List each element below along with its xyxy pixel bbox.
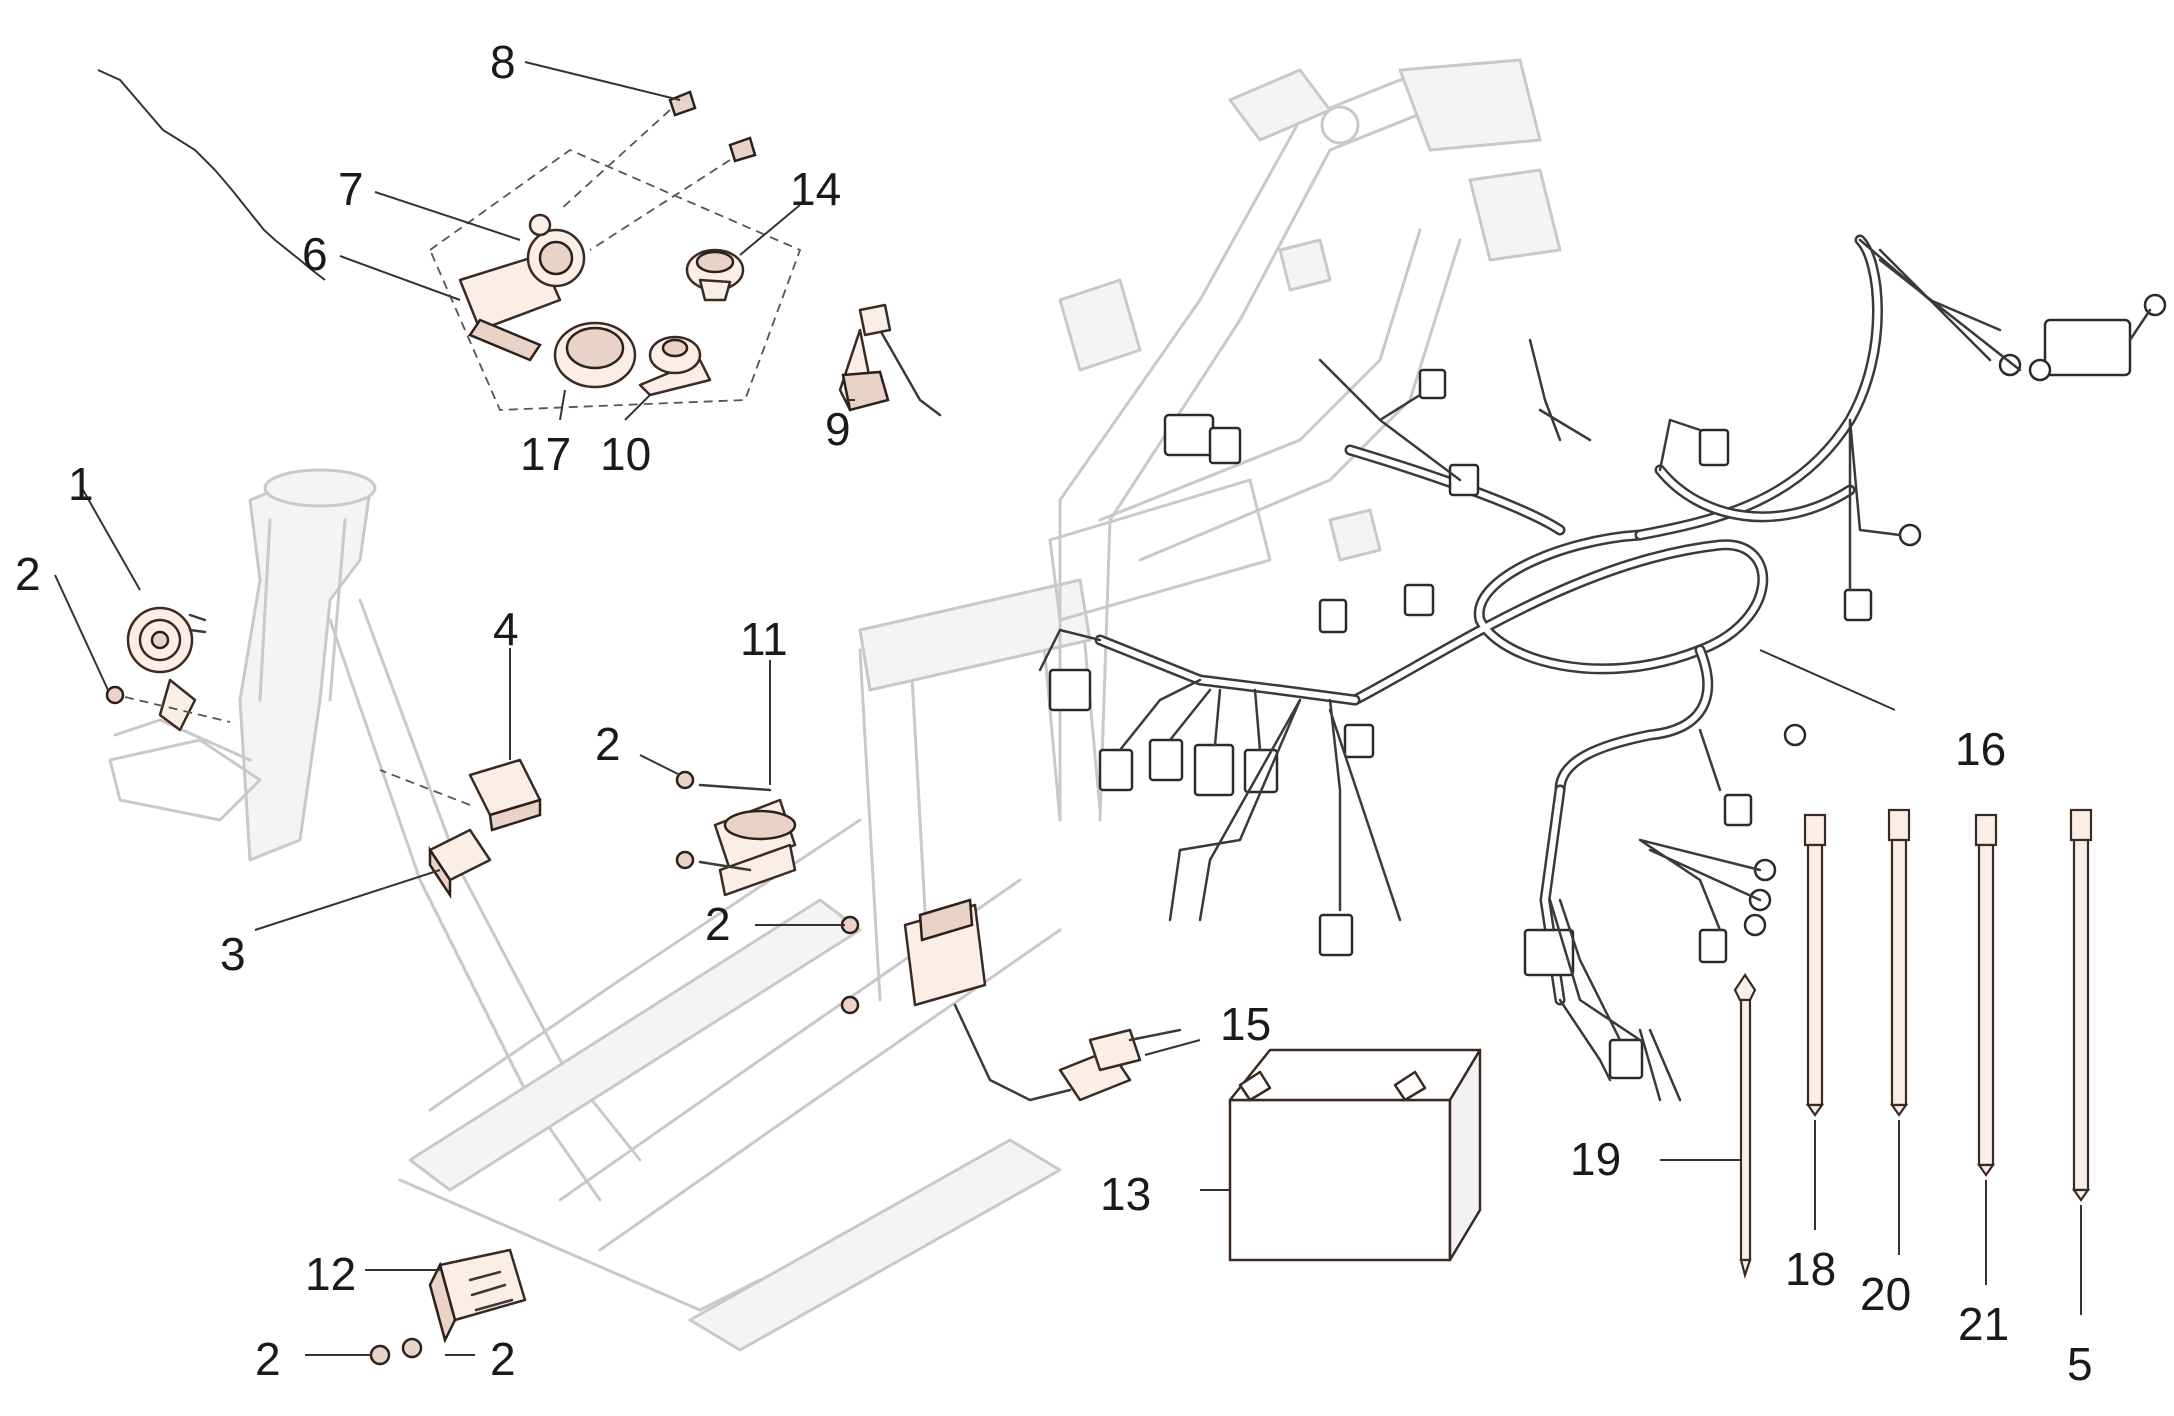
callout-17: 17: [520, 428, 571, 480]
relay-part[interactable]: [379, 758, 542, 832]
callout-2: 2: [255, 1333, 281, 1385]
callout-18: 18: [1785, 1243, 1836, 1295]
ignition-switch-assembly[interactable]: [428, 148, 802, 411]
cable-tie-19[interactable]: [1733, 973, 1757, 1279]
battery-part[interactable]: [1228, 1048, 1482, 1262]
callout-20: 20: [1860, 1268, 1911, 1320]
callout-9: 9: [825, 403, 851, 455]
callout-11: 11: [740, 613, 788, 665]
cable-tie-21[interactable]: [1974, 813, 1998, 1177]
screw-part-ignition[interactable]: [559, 90, 757, 251]
cable-part[interactable]: [838, 303, 942, 417]
horn-part[interactable]: [126, 606, 207, 732]
callout-7: 7: [338, 163, 364, 215]
key-ring-part[interactable]: [553, 321, 637, 389]
callout-14: 14: [790, 163, 841, 215]
leader-lines: [54, 61, 2082, 1356]
flasher-unit-part[interactable]: [428, 828, 492, 900]
callout-2: 2: [490, 1333, 516, 1385]
callout-13: 13: [1100, 1168, 1151, 1220]
callout-2: 2: [595, 718, 621, 770]
starter-relay-part[interactable]: [675, 770, 797, 897]
cap-part[interactable]: [685, 248, 745, 302]
callout-4: 4: [493, 603, 519, 655]
callout-19: 19: [1570, 1133, 1621, 1185]
callout-2: 2: [705, 898, 731, 950]
cable-tie-5[interactable]: [2069, 808, 2093, 1202]
callout-3: 3: [220, 928, 246, 980]
callout-numbers: 8 7 6 14 17 10 9 1 2 4 3 11 2 2 15 13 16…: [15, 36, 2093, 1390]
callout-5: 5: [2067, 1338, 2093, 1390]
callout-10: 10: [600, 428, 651, 480]
cable-tie-18[interactable]: [1803, 813, 1827, 1117]
callout-15: 15: [1220, 998, 1271, 1050]
callout-2: 2: [15, 548, 41, 600]
callout-16: 16: [1955, 723, 2006, 775]
cable-tie-20[interactable]: [1887, 808, 1911, 1117]
screw-part-horn[interactable]: [105, 685, 231, 723]
voltage-regulator-part[interactable]: [369, 1248, 527, 1366]
seat-lock-part[interactable]: [638, 335, 712, 397]
wiring-harness-part[interactable]: [1038, 234, 2167, 1102]
ignition-coil-part[interactable]: [840, 898, 1142, 1102]
callout-12: 12: [305, 1248, 356, 1300]
callout-21: 21: [1958, 1298, 2009, 1350]
callout-1: 1: [68, 458, 94, 510]
callout-8: 8: [490, 36, 516, 88]
callout-6: 6: [302, 228, 328, 280]
